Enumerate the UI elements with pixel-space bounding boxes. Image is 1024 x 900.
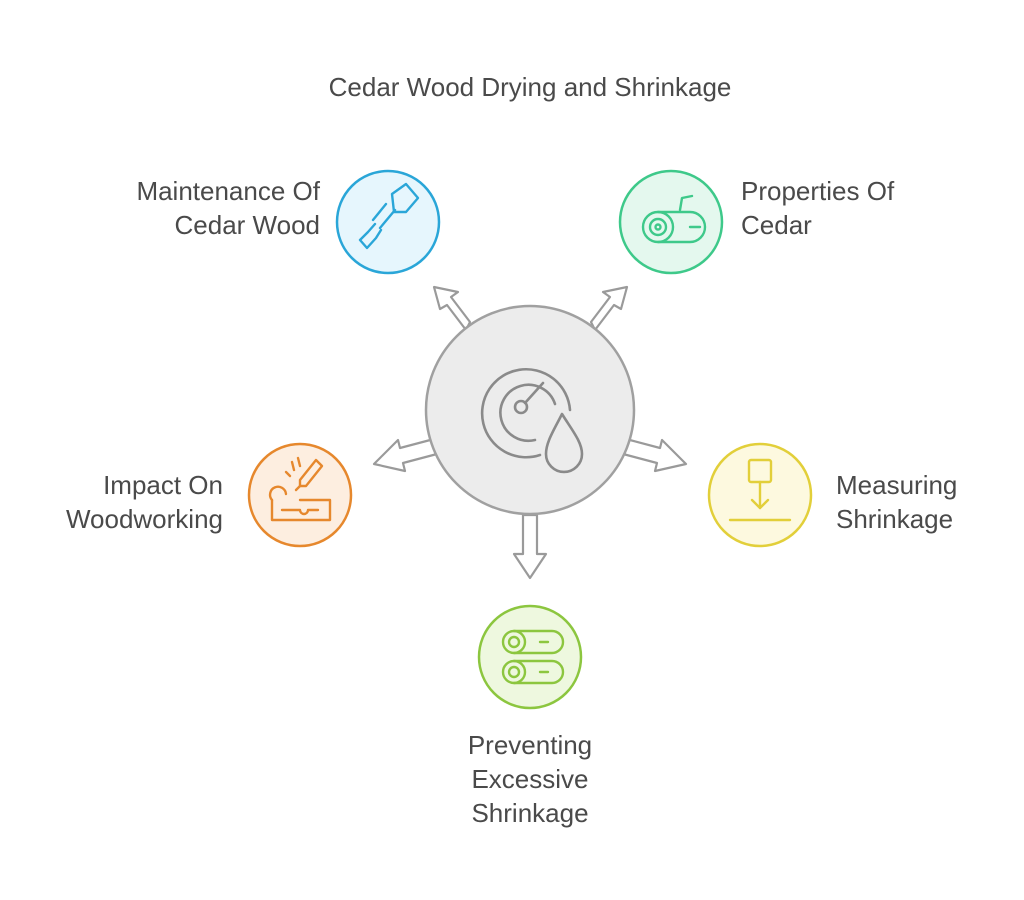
node-measuring: [707, 442, 813, 548]
label-properties: Properties Of Cedar: [741, 174, 894, 242]
label-properties-line-2: Cedar: [741, 210, 812, 240]
node-preventing: [477, 604, 583, 710]
chisel-icon: [358, 182, 420, 250]
carving-icon: [268, 456, 332, 522]
label-maintenance-line-2: Cedar Wood: [174, 210, 321, 240]
center-hub: [424, 304, 636, 516]
label-properties-line-1: Properties Of: [741, 176, 895, 206]
arrow-to-impact: [372, 437, 439, 473]
label-preventing: Preventing Excessive Shrinkage: [427, 728, 633, 830]
label-measuring-line-1: Measuring: [836, 470, 958, 500]
arrow-to-properties: [589, 285, 629, 332]
arrow-to-preventing: [512, 513, 548, 580]
measure-down-icon: [728, 458, 792, 522]
label-measuring-line-2: Shrinkage: [836, 504, 954, 534]
spoke-arrows: [372, 285, 688, 580]
label-maintenance: Maintenance Of Cedar Wood: [136, 174, 320, 242]
gauge-drop-icon: [480, 367, 584, 474]
label-maintenance-line-1: Maintenance Of: [136, 176, 320, 206]
label-preventing-line-3: Shrinkage: [471, 798, 589, 828]
label-measuring: Measuring Shrinkage: [836, 468, 957, 536]
diagram-title: Cedar Wood Drying and Shrinkage: [328, 72, 732, 102]
label-impact: Impact On Woodworking: [66, 468, 223, 536]
label-preventing-line-1: Preventing: [467, 730, 593, 760]
label-preventing-line-2: Excessive: [471, 764, 589, 794]
node-properties: [618, 169, 724, 275]
log-icon: [641, 194, 707, 244]
stacked-logs-icon: [501, 629, 565, 685]
arrow-to-maintenance: [432, 285, 472, 332]
label-impact-line-1: Impact On: [103, 470, 223, 500]
node-impact: [247, 442, 353, 548]
arrow-to-measuring: [621, 437, 688, 473]
label-impact-line-2: Woodworking: [65, 504, 223, 534]
node-maintenance: [335, 169, 441, 275]
